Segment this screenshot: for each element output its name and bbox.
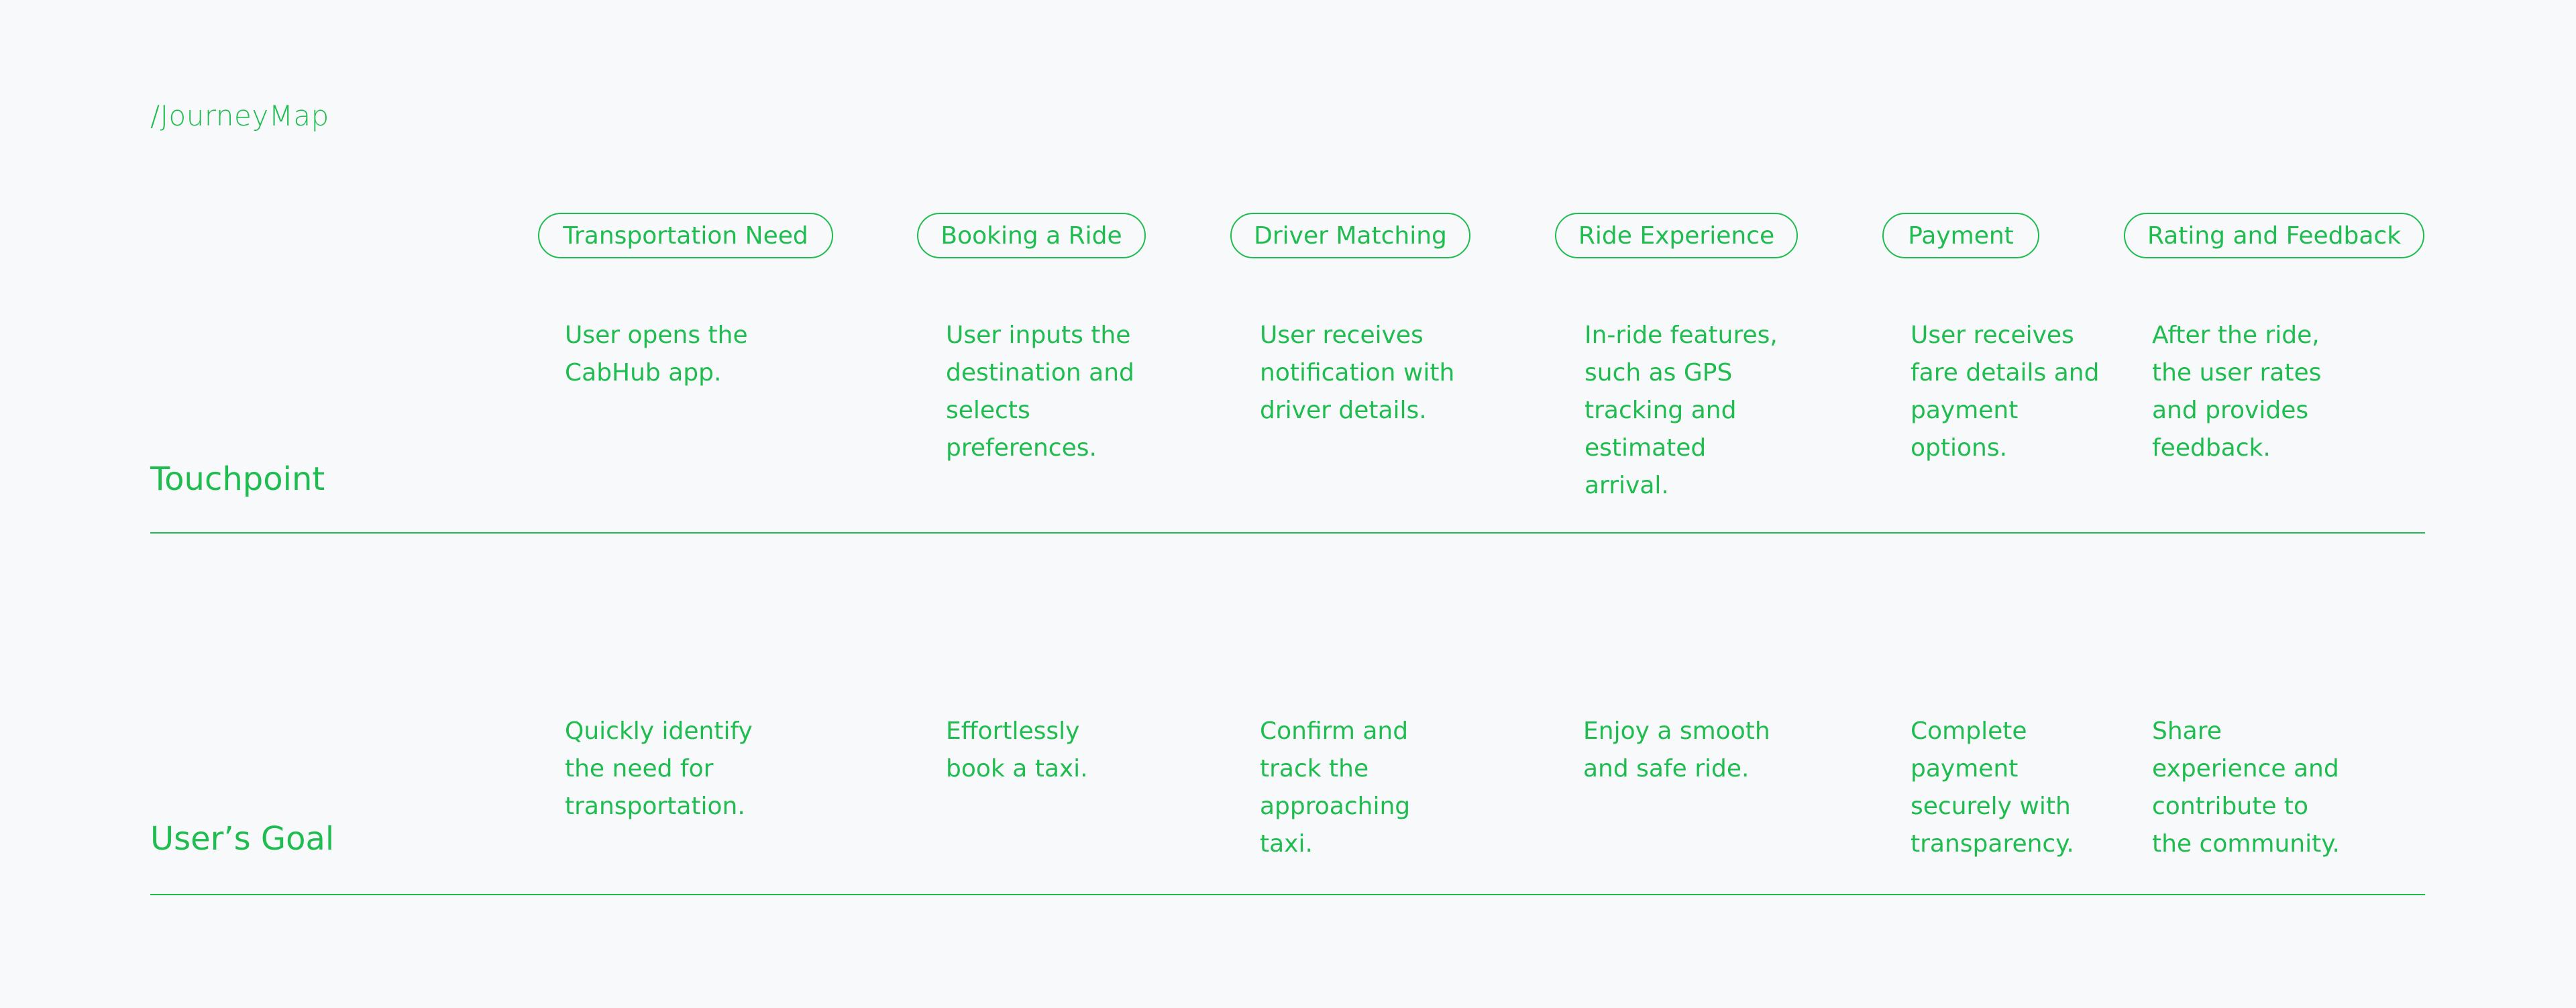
stage-pill-booking-a-ride[interactable]: Booking a Ride <box>917 213 1146 258</box>
row-divider-touchpoint <box>150 532 2425 534</box>
row-label-users-goal: User’s Goal <box>150 820 335 858</box>
touchpoint-cell-payment: User receives fare details and payment o… <box>1911 321 2100 462</box>
breadcrumb: /JourneyMap <box>150 99 329 132</box>
stage-pill-rating-and-feedback[interactable]: Rating and Feedback <box>2124 213 2424 258</box>
touchpoint-cell-driver-matching: User receives notification with driver d… <box>1260 321 1455 424</box>
goal-cell-transportation-need: Quickly identify the need for transporta… <box>565 717 753 820</box>
touchpoint-cell-booking-a-ride: User inputs the destination and selects … <box>946 321 1134 462</box>
stage-pill-payment[interactable]: Payment <box>1882 213 2039 258</box>
touchpoint-cell-transportation-need: User opens the CabHub app. <box>565 321 748 387</box>
stage-pill-ride-experience[interactable]: Ride Experience <box>1555 213 1798 258</box>
touchpoint-cell-rating-and-feedback: After the ride, the user rates and provi… <box>2152 321 2322 462</box>
touchpoint-cell-ride-experience: In-ride features, such as GPS tracking a… <box>1585 321 1778 499</box>
stage-pill-transportation-need[interactable]: Transportation Need <box>538 213 833 258</box>
goal-cell-driver-matching: Confirm and track the approaching taxi. <box>1260 717 1411 858</box>
goal-cell-payment: Complete payment securely with transpare… <box>1911 717 2074 858</box>
goal-cell-rating-and-feedback: Share experience and contribute to the c… <box>2152 717 2340 858</box>
stage-pill-driver-matching[interactable]: Driver Matching <box>1230 213 1470 258</box>
goal-cell-ride-experience: Enjoy a smooth and safe ride. <box>1583 717 1770 783</box>
row-label-touchpoint: Touchpoint <box>150 460 325 498</box>
goal-cell-booking-a-ride: Effortlessly book a taxi. <box>946 717 1088 783</box>
row-divider-users-goal <box>150 894 2425 895</box>
